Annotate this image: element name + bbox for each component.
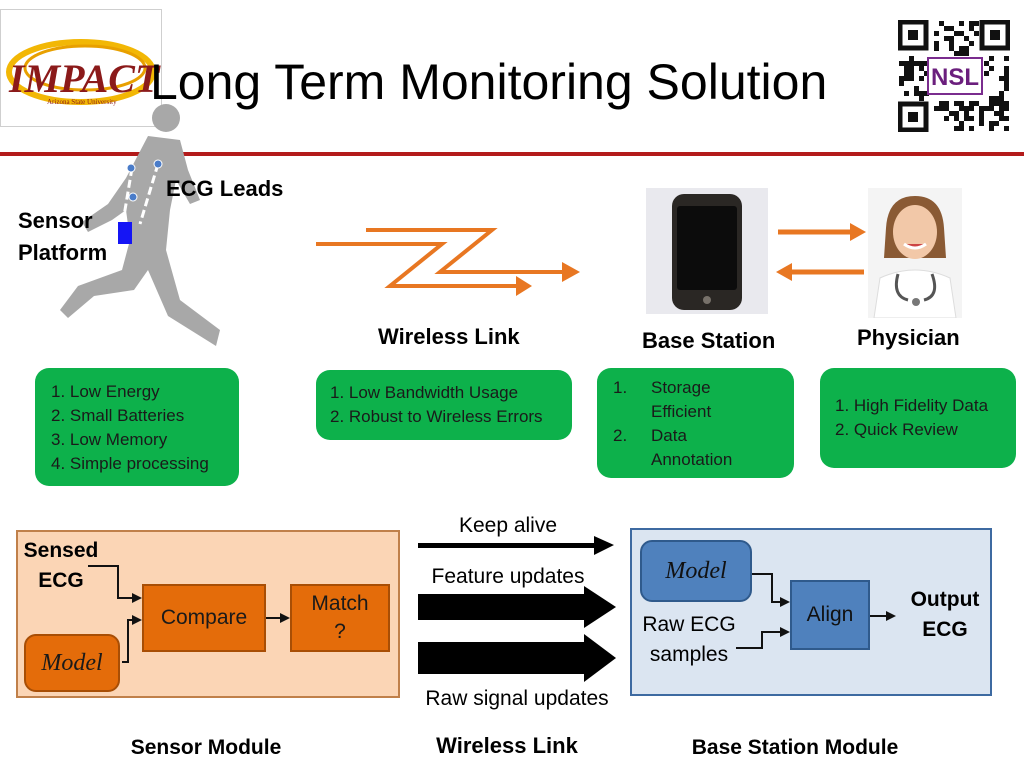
list-item: 1. Low Bandwidth Usage bbox=[330, 383, 519, 402]
compare-block: Compare bbox=[142, 584, 266, 652]
list-item: 1.Storage bbox=[613, 378, 711, 397]
runner-figure bbox=[30, 100, 230, 360]
base-module-connectors bbox=[732, 560, 902, 660]
base-requirements-box: 1.Storage Efficient 2.Data Annotation bbox=[597, 368, 794, 478]
sensor-module-connectors bbox=[84, 560, 304, 670]
wireless-module-caption: Wireless Link bbox=[436, 733, 578, 758]
sensor-requirements-box: 1. Low Energy 2. Small Batteries 3. Low … bbox=[35, 368, 239, 486]
qr-code: NSL bbox=[897, 19, 1011, 133]
raw-signal-updates-label: Raw signal updates bbox=[425, 687, 609, 710]
physician-photo bbox=[868, 188, 962, 319]
raw-ecg-samples-label: Raw ECG samples bbox=[642, 613, 736, 666]
align-block: Align bbox=[790, 580, 870, 650]
svg-text:NSL: NSL bbox=[931, 64, 979, 91]
output-ecg-label: Output ECG bbox=[910, 588, 980, 641]
header-rule bbox=[0, 152, 1024, 156]
list-item: 2. Robust to Wireless Errors bbox=[330, 407, 543, 426]
ecg-leads-label: ECG Leads bbox=[166, 176, 284, 201]
list-item: 3. Low Memory bbox=[51, 430, 168, 449]
list-item: Efficient bbox=[651, 402, 712, 421]
base-physician-arrows bbox=[774, 220, 868, 284]
keep-alive-label: Keep alive bbox=[458, 514, 558, 537]
sensed-ecg-label: Sensed ECG bbox=[23, 539, 99, 592]
raw-signal-updates-arrow bbox=[416, 634, 618, 682]
list-item: 1. High Fidelity Data bbox=[835, 396, 989, 415]
page-title: Long Term Monitoring Solution bbox=[150, 54, 828, 110]
list-item: Annotation bbox=[651, 450, 733, 469]
impact-logo: IMPACT Arizona State University bbox=[0, 9, 162, 127]
match-block: Match ? bbox=[290, 584, 390, 652]
physician-requirements-box: 1. High Fidelity Data 2. Quick Review bbox=[820, 368, 1016, 468]
list-item: 2. Quick Review bbox=[835, 420, 958, 439]
sensor-module-caption: Sensor Module bbox=[130, 736, 282, 759]
sensor-platform-label-line2: Platform bbox=[18, 240, 108, 265]
wireless-zigzag-arrows bbox=[312, 224, 582, 304]
list-item: 1. Low Energy bbox=[51, 382, 160, 401]
base-station-module-caption: Base Station Module bbox=[691, 736, 899, 759]
sensor-platform-label-line1: Sensor bbox=[18, 208, 93, 233]
physician-label: Physician bbox=[857, 325, 960, 350]
feature-updates-arrow bbox=[416, 586, 618, 628]
svg-text:IMPACT: IMPACT bbox=[8, 56, 161, 101]
wireless-requirements-box: 1. Low Bandwidth Usage 2. Robust to Wire… bbox=[316, 370, 572, 440]
wireless-link-label: Wireless Link bbox=[378, 324, 520, 349]
phone-image bbox=[646, 188, 768, 314]
list-item: 4. Simple processing bbox=[51, 454, 209, 473]
list-item: 2.Data bbox=[613, 426, 687, 445]
list-item: 2. Small Batteries bbox=[51, 406, 185, 425]
keep-alive-arrow bbox=[416, 534, 616, 558]
base-station-label: Base Station bbox=[642, 328, 776, 353]
svg-text:Arizona State University: Arizona State University bbox=[47, 98, 117, 106]
sensor-model-block: Model bbox=[24, 634, 120, 692]
feature-updates-label: Feature updates bbox=[431, 565, 585, 588]
base-model-block: Model bbox=[640, 540, 752, 602]
